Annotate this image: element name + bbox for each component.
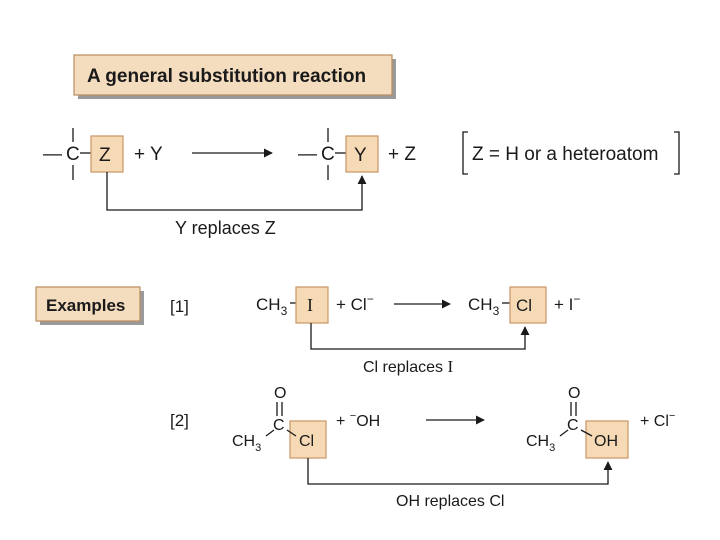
ex1-reactant-ch: CH3	[256, 295, 288, 318]
reactant-carbon: C	[66, 144, 80, 165]
examples-label-box	[35, 286, 141, 322]
ex2-product-oh: OH	[594, 433, 618, 450]
ex1-caption: Cl replaces I	[363, 357, 453, 376]
ex2-reactant-carbon: C	[273, 417, 285, 434]
ex2-product-box	[585, 420, 629, 459]
ex2-reactant-ch3: CH3	[232, 433, 261, 454]
examples-label: Examples	[46, 296, 125, 315]
ex2-leaving-box	[289, 420, 327, 459]
title-banner	[73, 54, 393, 96]
new-group-y: Y	[354, 145, 367, 166]
byproduct-z: + Z	[388, 144, 416, 165]
general-replace-connector	[106, 172, 367, 211]
ex1-byproduct: + I−	[554, 292, 580, 314]
leaving-group-z: Z	[99, 145, 111, 166]
ex2-replace-connector	[307, 458, 613, 485]
ex2-product-carbon: C	[567, 417, 579, 434]
ex2-product-ch3: CH3	[526, 433, 555, 454]
leaving-group-box	[90, 135, 124, 173]
ex2-reactant-oxygen: O	[274, 385, 286, 402]
ex1-leaving-iodine: I	[307, 295, 313, 315]
ex2-product-coh-bond	[580, 429, 593, 437]
right-bracket	[674, 131, 680, 175]
ex2-byproduct: + Cl−	[640, 410, 675, 430]
example-1-number: [1]	[170, 297, 189, 316]
ex2-product-oxygen: O	[568, 385, 580, 402]
general-caption: Y replaces Z	[175, 218, 276, 238]
title-text: A general substitution reaction	[87, 66, 366, 87]
bracket-note: Z = H or a heteroatom	[472, 144, 658, 165]
ex2-reactant-ccl-bond	[286, 429, 297, 437]
example-2-number: [2]	[170, 411, 189, 430]
left-bracket	[462, 131, 468, 175]
ex2-leaving-cl: Cl	[299, 433, 314, 450]
ex1-replace-connector	[310, 323, 530, 350]
product-carbon: C	[321, 144, 335, 165]
ex1-product-box	[509, 286, 547, 324]
ex2-product-methyl-bond	[559, 429, 569, 437]
ex2-reactant-methyl-bond	[265, 429, 275, 437]
ex1-product-ch: CH3	[468, 295, 500, 318]
ex2-caption: OH replaces Cl	[396, 493, 504, 510]
product-left-bond: —	[298, 144, 317, 165]
ex1-leaving-box	[295, 286, 329, 324]
ex1-product-cl: Cl	[516, 296, 532, 315]
new-group-box	[345, 135, 379, 173]
ex1-nucleophile: + Cl−	[336, 292, 374, 314]
ex2-nucleophile: + −OH	[336, 410, 380, 430]
reactant-left-bond: —	[43, 144, 62, 165]
nucleophile-y: + Y	[134, 144, 163, 165]
